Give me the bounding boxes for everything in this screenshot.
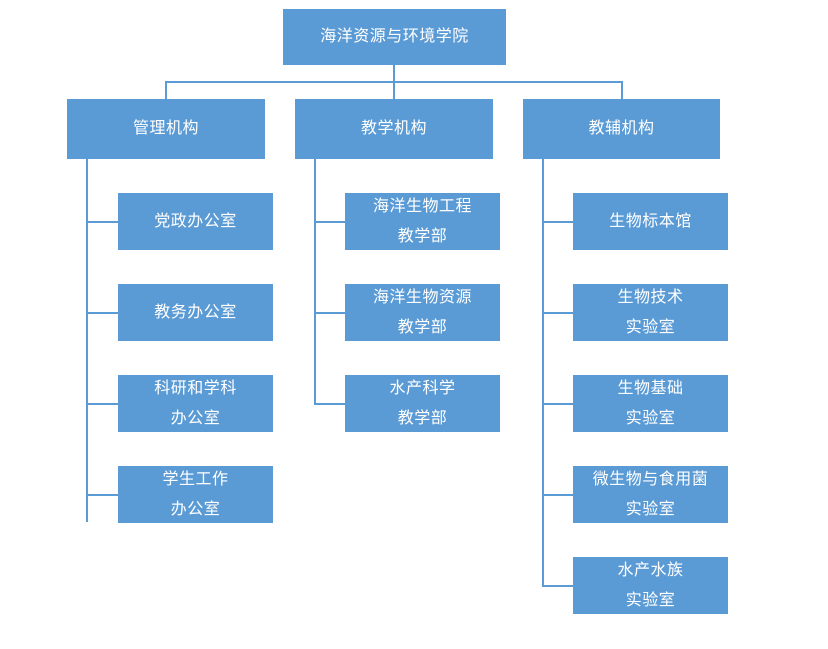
org-node-leaf-1-1[interactable]: 海洋生物资源 教学部	[345, 284, 500, 341]
connector-stub-1-1	[314, 312, 345, 314]
org-node-leaf-1-0[interactable]: 海洋生物工程 教学部	[345, 193, 500, 250]
org-node-leaf-1-2[interactable]: 水产科学 教学部	[345, 375, 500, 432]
connector-trunk-branch-2	[542, 159, 544, 585]
org-node-leaf-2-4[interactable]: 水产水族 实验室	[573, 557, 728, 614]
org-node-branch-2[interactable]: 教辅机构	[523, 99, 720, 159]
connector-stub-2-1	[542, 312, 573, 314]
org-node-leaf-0-0[interactable]: 党政办公室	[118, 193, 273, 250]
connector-branch-drop-1	[393, 81, 395, 99]
connector-branch-drop-2	[621, 81, 623, 99]
org-node-leaf-0-3[interactable]: 学生工作 办公室	[118, 466, 273, 523]
connector-trunk-branch-0	[86, 159, 88, 522]
connector-stub-2-0	[542, 221, 573, 223]
connector-stub-0-3	[86, 494, 118, 496]
org-node-leaf-2-0[interactable]: 生物标本馆	[573, 193, 728, 250]
connector-stub-2-3	[542, 494, 573, 496]
connector-branch-drop-0	[165, 81, 167, 99]
org-node-leaf-2-2[interactable]: 生物基础 实验室	[573, 375, 728, 432]
connector-stub-0-0	[86, 221, 118, 223]
connector-stub-1-2	[314, 403, 345, 405]
connector-stub-0-2	[86, 403, 118, 405]
org-node-leaf-2-1[interactable]: 生物技术 实验室	[573, 284, 728, 341]
connector-trunk-branch-1	[314, 159, 316, 404]
org-node-branch-0[interactable]: 管理机构	[67, 99, 265, 159]
connector-stub-1-0	[314, 221, 345, 223]
connector-stub-2-2	[542, 403, 573, 405]
org-node-branch-1[interactable]: 教学机构	[295, 99, 493, 159]
connector-stub-2-4	[542, 585, 573, 587]
connector-root-stem	[393, 65, 395, 81]
connector-stub-0-1	[86, 312, 118, 314]
org-node-leaf-2-3[interactable]: 微生物与食用菌 实验室	[573, 466, 728, 523]
org-node-leaf-0-1[interactable]: 教务办公室	[118, 284, 273, 341]
org-node-leaf-0-2[interactable]: 科研和学科 办公室	[118, 375, 273, 432]
org-node-root[interactable]: 海洋资源与环境学院	[283, 9, 506, 65]
